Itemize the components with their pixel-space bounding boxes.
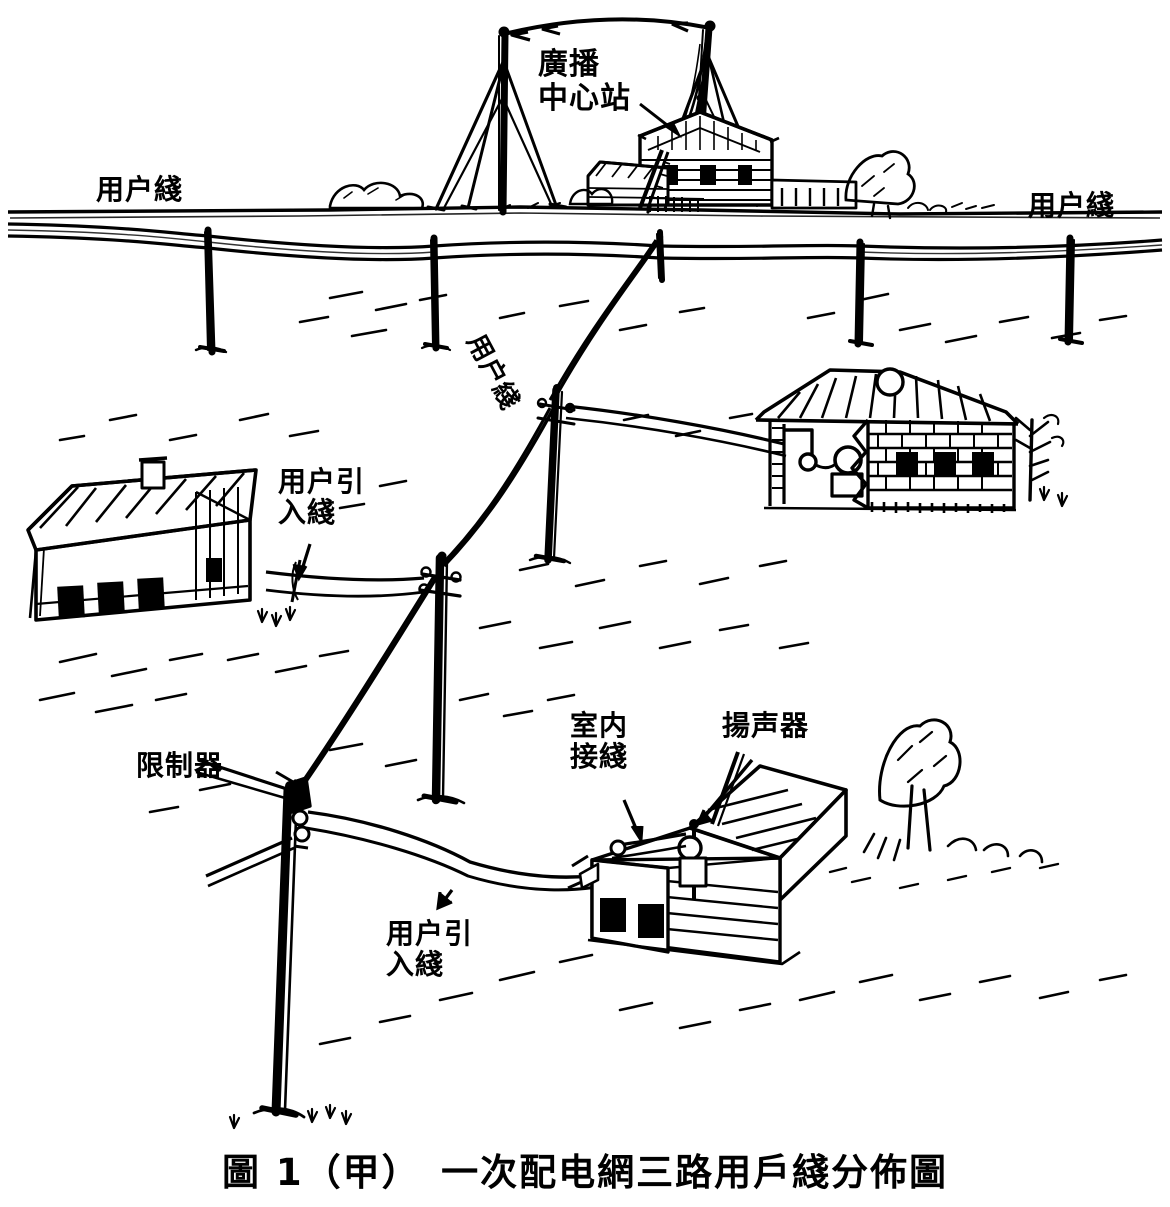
tree	[1014, 414, 1065, 502]
foreground-foliage	[828, 718, 1060, 890]
utility-pole	[194, 226, 228, 356]
antenna-mast-left	[426, 26, 568, 216]
label-lead-in-left: 用户引 入綫	[278, 465, 366, 530]
lead-in-pointer-left	[292, 543, 312, 582]
label-lead-in-bottom: 用户引 入綫	[386, 917, 474, 982]
figure-caption: 圖 1（甲） 一次配电網三路用戶綫分佈圖	[221, 1151, 949, 1194]
label-broadcast-center: 廣播 中心站	[538, 47, 631, 116]
branch-feeder-line	[292, 235, 664, 795]
loudspeaker-pointer	[695, 758, 754, 827]
user-house-left	[26, 456, 258, 622]
label-user-line-right: 用户綫	[1028, 189, 1116, 222]
grass-tufts	[228, 485, 1069, 1130]
label-limiter: 限制器	[136, 749, 224, 782]
utility-pole	[528, 384, 576, 565]
utility-pole	[1058, 234, 1084, 346]
indoor-wiring-pointer	[622, 799, 644, 845]
broadcast-station-building	[586, 94, 858, 212]
label-user-line-left: 用户綫	[96, 173, 184, 206]
background-foliage	[328, 150, 995, 220]
utility-pole	[416, 551, 466, 805]
cutaway-brick-house	[754, 367, 1020, 513]
utility-pole	[420, 234, 452, 352]
ground-texture	[38, 290, 1128, 1046]
service-drop-to-left-house	[265, 559, 425, 603]
antenna-span-wire	[503, 17, 711, 42]
horizon-line	[7, 205, 1163, 219]
limiter-outgoing-wires	[195, 758, 615, 892]
cutaway-log-house	[567, 751, 848, 966]
main-distribution-wires	[7, 222, 1163, 262]
station-pointer	[639, 102, 682, 139]
label-indoor-wiring: 室内 接綫	[570, 709, 629, 774]
lead-in-pointer-bottom	[436, 889, 454, 911]
utility-pole	[848, 238, 874, 348]
label-loudspeaker: 揚声器	[722, 709, 810, 742]
